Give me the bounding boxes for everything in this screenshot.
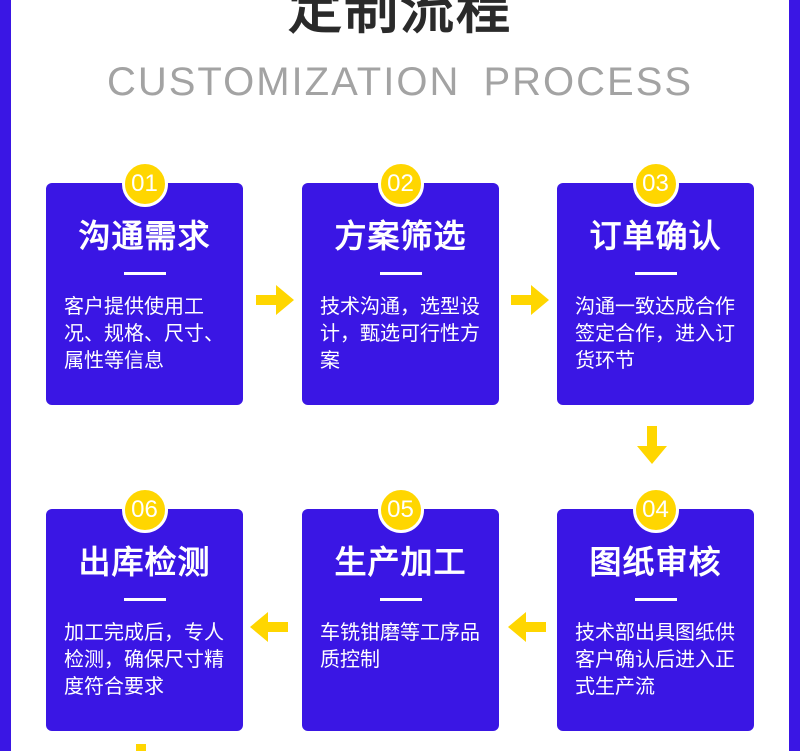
- step-card-05: 05 生产加工 车铣钳磨等工序品质控制: [302, 487, 499, 731]
- arrow-down-icon: [637, 426, 667, 464]
- step-title: 方案筛选: [334, 217, 467, 255]
- step-description: 客户提供使用工况、规格、尺寸、属性等信息: [64, 294, 224, 372]
- step-number-badge: 06: [121, 487, 168, 533]
- step-description: 沟通一致达成合作签定合作，进入订货环节: [575, 294, 735, 372]
- step-title: 沟通需求: [78, 217, 211, 255]
- step-title: 生产加工: [334, 543, 467, 581]
- step-number-badge: 01: [121, 161, 168, 207]
- arrow-right-icon: [511, 285, 549, 315]
- divider: [379, 598, 422, 601]
- step-card-04: 04 图纸审核 技术部出具图纸供客户确认后进入正式生产流: [557, 487, 754, 731]
- process-page: 定制流程 CUSTOMIZATION PROCESS 01 沟通需求 客户提供使…: [11, 0, 789, 751]
- divider: [123, 272, 166, 275]
- step-card-03: 03 订单确认 沟通一致达成合作签定合作，进入订货环节: [557, 161, 754, 405]
- divider: [634, 272, 677, 275]
- step-number-badge: 04: [632, 487, 679, 533]
- arrow-right-icon: [256, 285, 294, 315]
- step-card-01: 01 沟通需求 客户提供使用工况、规格、尺寸、属性等信息: [46, 161, 243, 405]
- step-number-badge: 03: [632, 161, 679, 207]
- page-title: 定制流程: [288, 0, 512, 41]
- divider: [634, 598, 677, 601]
- divider: [379, 272, 422, 275]
- step-description: 加工完成后，专人检测，确保尺寸精度符合要求: [64, 620, 224, 698]
- step-description: 技术沟通，选型设计，甄选可行性方案: [320, 294, 480, 372]
- step-description: 车铣钳磨等工序品质控制: [320, 620, 480, 671]
- page-subtitle: CUSTOMIZATION PROCESS: [106, 60, 694, 104]
- step-description: 技术部出具图纸供客户确认后进入正式生产流: [575, 620, 735, 698]
- arrow-left-icon: [508, 612, 546, 642]
- step-card-06: 06 出库检测 加工完成后，专人检测，确保尺寸精度符合要求: [46, 487, 243, 731]
- divider: [123, 598, 166, 601]
- arrow-down-icon: [126, 744, 156, 751]
- step-number-badge: 05: [377, 487, 424, 533]
- step-card-02: 02 方案筛选 技术沟通，选型设计，甄选可行性方案: [302, 161, 499, 405]
- step-title: 出库检测: [78, 543, 211, 581]
- step-number-badge: 02: [377, 161, 424, 207]
- arrow-left-icon: [250, 612, 288, 642]
- step-title: 订单确认: [589, 217, 722, 255]
- step-title: 图纸审核: [589, 543, 722, 581]
